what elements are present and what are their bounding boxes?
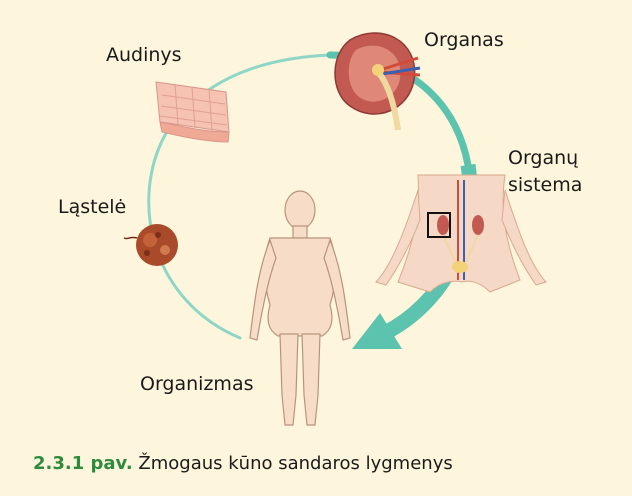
tissue-illustration <box>156 82 229 142</box>
figure-caption-text: Žmogaus kūno sandaros lygmenys <box>138 453 452 474</box>
kidney-illustration <box>335 33 420 130</box>
organ-system-label-line1: Organų <box>508 147 578 169</box>
figure-caption: 2.3.1 pav. Žmogaus kūno sandaros lygmeny… <box>33 453 453 474</box>
organ-label: Organas <box>424 28 504 52</box>
cell-illustration <box>124 224 178 266</box>
cell-label: Ląstelė <box>58 195 126 219</box>
organ-system-label-line2: sistema <box>508 174 582 196</box>
figure-number: 2.3.1 pav. <box>33 453 133 474</box>
organism-illustration <box>250 191 350 425</box>
organism-label: Organizmas <box>140 372 253 396</box>
tissue-label: Audinys <box>106 43 182 67</box>
organ-system-label: Organų sistema <box>508 145 582 199</box>
